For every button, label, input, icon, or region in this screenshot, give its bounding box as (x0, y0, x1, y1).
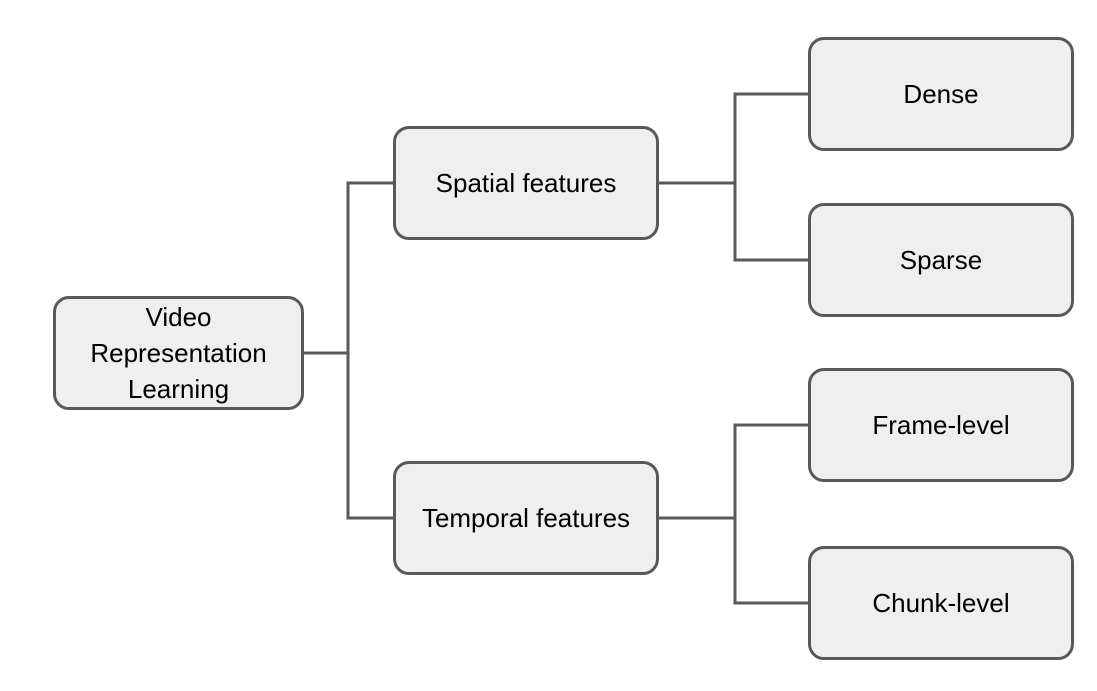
temporal-features-label: Temporal features (421, 503, 631, 533)
frame-level-node: Frame-level (808, 368, 1074, 482)
frame-level-label: Frame-level (872, 410, 1010, 440)
root-label-line-2: Representation (90, 338, 267, 368)
chunk-level-node: Chunk-level (808, 546, 1074, 660)
root-label: Video Representation Learning (90, 299, 266, 407)
root-label-line-1: Video (145, 302, 212, 332)
root-label-line-3: Learning (127, 374, 230, 404)
sparse-node: Sparse (808, 203, 1074, 317)
temporal-features-node: Temporal features (393, 461, 659, 575)
dense-node: Dense (808, 37, 1074, 151)
root-node: Video Representation Learning (53, 296, 304, 410)
dense-label: Dense (903, 79, 979, 109)
spatial-features-node: Spatial features (393, 126, 659, 240)
spatial-features-label: Spatial features (435, 168, 617, 198)
sparse-label: Sparse (899, 245, 983, 275)
chunk-level-label: Chunk-level (872, 588, 1010, 618)
